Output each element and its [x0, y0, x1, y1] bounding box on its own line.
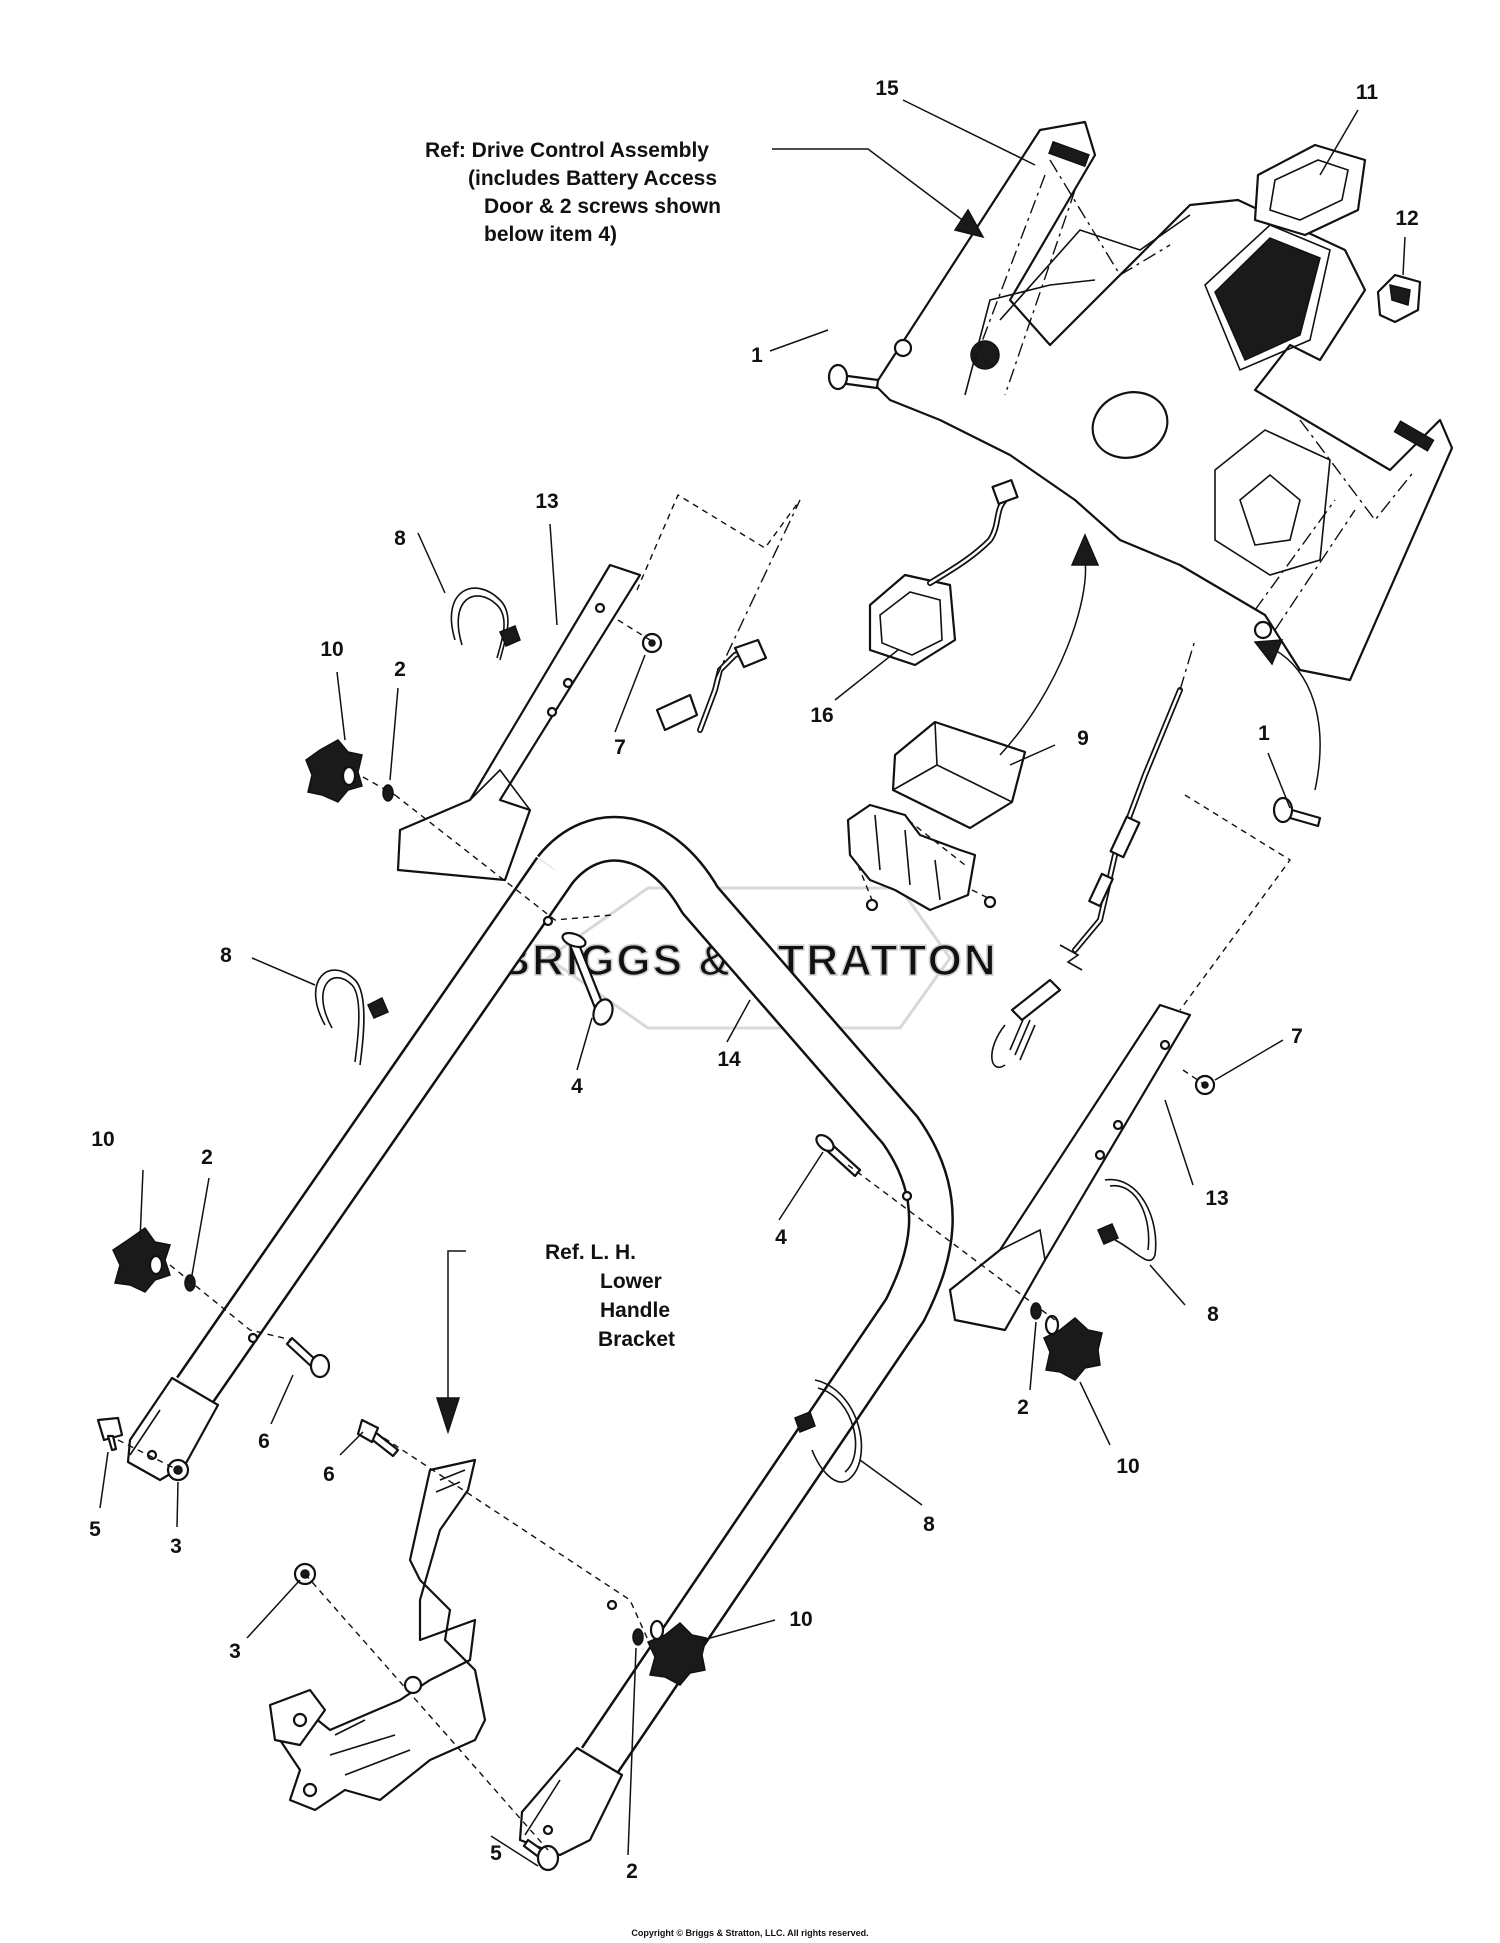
wire-clip [1376, 273, 1422, 324]
callout-8-right: 8 [1207, 1303, 1219, 1326]
note-line-2: (includes Battery Access [468, 167, 717, 190]
hex-bolt-left [285, 1336, 331, 1379]
nut-upper [641, 632, 663, 654]
callout-13-right: 13 [1205, 1187, 1228, 1210]
shoulder-bolt-left [96, 1416, 124, 1452]
cable-tie-right [1097, 1179, 1157, 1262]
handle-knob-right [1043, 1314, 1103, 1381]
carriage-bolt-upper [561, 931, 614, 1026]
callout-7-right: 7 [1291, 1025, 1303, 1048]
note-line-1: Ref: Drive Control Assembly [425, 139, 709, 162]
handle-knob-upper-left [305, 739, 363, 803]
callout-11: 11 [1356, 81, 1379, 104]
callout-13-left: 13 [535, 490, 558, 513]
carriage-bolt-lower [815, 1133, 862, 1178]
callout-16: 16 [810, 704, 833, 727]
callout-8-left: 8 [220, 944, 232, 967]
lower-handle [126, 815, 954, 1857]
callout-2-lower: 2 [626, 1860, 638, 1883]
callout-5-left: 5 [89, 1518, 101, 1541]
assembly-arrows [435, 148, 1321, 1435]
callout-12: 12 [1395, 207, 1418, 230]
copyright-text: Copyright © Briggs & Stratton, LLC. All … [631, 1928, 868, 1938]
callout-14: 14 [717, 1048, 741, 1071]
bracket-ref-line-4: Bracket [598, 1328, 675, 1351]
upper-bracket-left [396, 563, 642, 882]
pin-upper-left [827, 363, 880, 391]
callout-labels: 15 11 12 1 13 8 10 2 7 16 9 1 8 4 14 7 1… [89, 77, 1419, 1883]
wire-harness [655, 499, 801, 733]
handle-knob-lower [646, 1619, 707, 1686]
shoulder-bolt-lower [522, 1838, 560, 1872]
bracket-reference-note: Ref. L. H. Lower Handle Bracket [545, 1241, 675, 1351]
callout-4-upper: 4 [571, 1075, 583, 1098]
hex-bolt-right [356, 1418, 400, 1458]
callout-6-lower: 6 [323, 1463, 335, 1486]
callout-2-left: 2 [201, 1146, 213, 1169]
bracket-ref-line-3: Handle [600, 1299, 670, 1322]
drive-control-assembly [873, 120, 1454, 682]
callout-5-lower: 5 [490, 1842, 502, 1865]
callout-2-right: 2 [1017, 1396, 1029, 1419]
cable-tie-left [314, 969, 389, 1066]
alignment-lines [117, 493, 1292, 1851]
pin-upper-right [1272, 796, 1322, 828]
cable-tie-upper [450, 587, 521, 661]
battery-tray [846, 803, 997, 912]
callout-9: 9 [1077, 727, 1089, 750]
callout-10-right: 10 [1116, 1455, 1139, 1478]
callout-1-right: 1 [1258, 722, 1270, 745]
cable-tie-lower [794, 1379, 863, 1483]
callout-10-left: 10 [91, 1128, 114, 1151]
note-line-3: Door & 2 screws shown [484, 195, 721, 218]
handle-knob-left [112, 1226, 171, 1293]
callout-10-lower: 10 [789, 1608, 812, 1631]
callout-8-lower: 8 [923, 1513, 935, 1536]
callout-4-lower: 4 [775, 1226, 787, 1249]
battery-access-door [1253, 143, 1367, 237]
callout-10-upper: 10 [320, 638, 343, 661]
drive-control-note: Ref: Drive Control Assembly (includes Ba… [425, 139, 721, 246]
bracket-ref-line-1: Ref. L. H. [545, 1241, 636, 1264]
note-line-4: below item 4) [484, 223, 617, 246]
callout-1-upper: 1 [751, 344, 763, 367]
callout-2-upper: 2 [394, 658, 406, 681]
callout-3-left: 3 [170, 1535, 182, 1558]
callout-15: 15 [875, 77, 899, 100]
battery [891, 720, 1027, 830]
callout-6-left: 6 [258, 1430, 270, 1453]
lower-handle-bracket [268, 1458, 487, 1812]
callout-8-upper: 8 [394, 527, 406, 550]
callout-7-upper: 7 [614, 736, 626, 759]
upper-bracket-right [948, 1003, 1192, 1332]
callout-leaders [99, 99, 1406, 1867]
callout-3-lower: 3 [229, 1640, 241, 1663]
battery-charger [868, 479, 1019, 667]
bracket-ref-line-2: Lower [600, 1270, 662, 1293]
drive-cable [991, 639, 1196, 1068]
